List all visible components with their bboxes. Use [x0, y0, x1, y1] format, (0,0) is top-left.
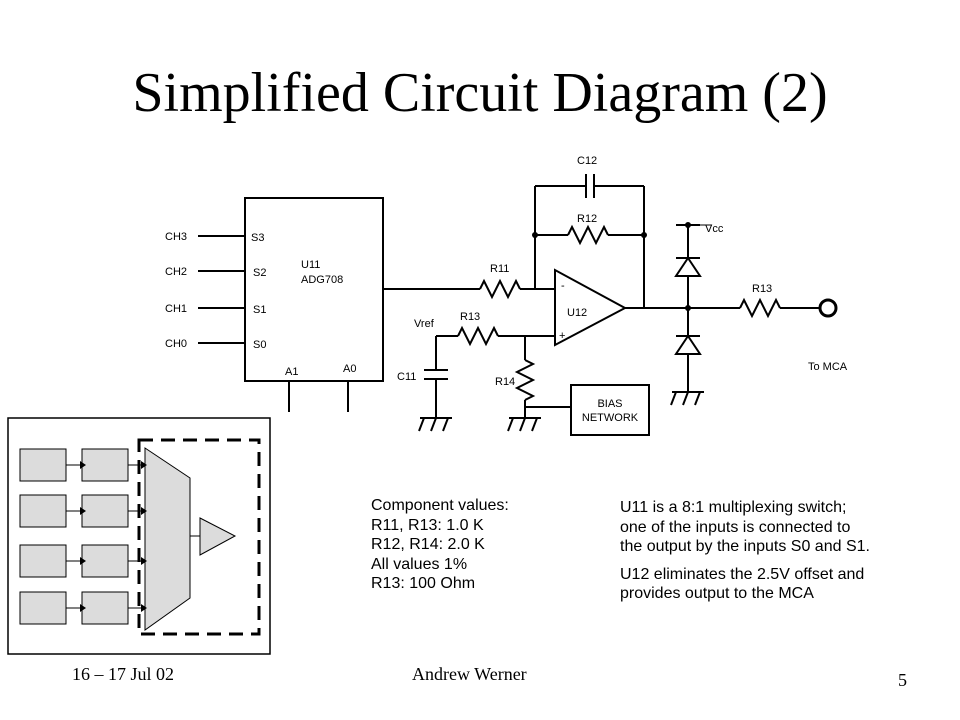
- vcc-label: Vcc: [705, 223, 724, 235]
- r11-label: R11: [490, 263, 509, 275]
- opamp-plus-label: +: [559, 330, 565, 342]
- u11-part-label: ADG708: [301, 274, 343, 286]
- r12-label: R12: [577, 213, 597, 225]
- bias-network-box: [570, 384, 650, 436]
- vref-label: Vref: [414, 318, 435, 330]
- r13-output-label: R13: [752, 283, 772, 295]
- r13-input-label: R13: [460, 311, 480, 323]
- opamp-minus-label: -: [561, 280, 565, 292]
- s1-pin-label: S1: [253, 304, 266, 316]
- ch3-label: CH3: [165, 231, 187, 243]
- note-u12: U12 eliminates the 2.5V offset and provi…: [620, 565, 865, 603]
- bias-label-line1: BIAS: [597, 398, 622, 410]
- s2-pin-label: S2: [253, 267, 266, 279]
- footer-page-number: 5: [898, 670, 907, 690]
- note-u11: U11 is a 8:1 multiplexing switch; one of…: [620, 499, 870, 555]
- output-terminal: [818, 298, 838, 318]
- ch1-label: CH1: [165, 303, 187, 315]
- footer-author: Andrew Werner: [412, 664, 527, 684]
- u12-opamp: [554, 268, 628, 347]
- component-values-heading: Component values:: [371, 497, 509, 514]
- ch2-label: CH2: [165, 266, 187, 278]
- component-values: Component values: R11, R13: 1.0 K R12, R…: [371, 496, 509, 594]
- slide-title: Simplified Circuit Diagram (2): [132, 62, 828, 124]
- c11-label: C11: [397, 371, 416, 383]
- component-value-line: R12, R14: 2.0 K: [371, 536, 485, 553]
- block-diagram-inset: [7, 417, 271, 655]
- s0-pin-label: S0: [253, 339, 266, 351]
- footer-date: 16 – 17 Jul 02: [72, 664, 175, 684]
- ch0-label: CH0: [165, 338, 187, 350]
- a0-pin-label: A0: [343, 363, 356, 375]
- u11-ref-label: U11: [301, 259, 320, 271]
- c12-label: C12: [577, 155, 597, 167]
- bias-label-line2: NETWORK: [582, 412, 639, 424]
- u12-ref-label: U12: [567, 307, 587, 319]
- r14-label: R14: [495, 376, 515, 388]
- u11-mux-box: [244, 197, 384, 382]
- s3-pin-label: S3: [251, 232, 264, 244]
- a1-pin-label: A1: [285, 366, 298, 378]
- to-mca-label: To MCA: [808, 361, 848, 373]
- component-value-line: All values 1%: [371, 555, 468, 573]
- component-value-line: R13: 100 Ohm: [371, 575, 476, 592]
- circuit-notes: U11 is a 8:1 multiplexing switch; one of…: [620, 498, 870, 612]
- component-value-line: R11, R13: 1.0 K: [371, 516, 484, 534]
